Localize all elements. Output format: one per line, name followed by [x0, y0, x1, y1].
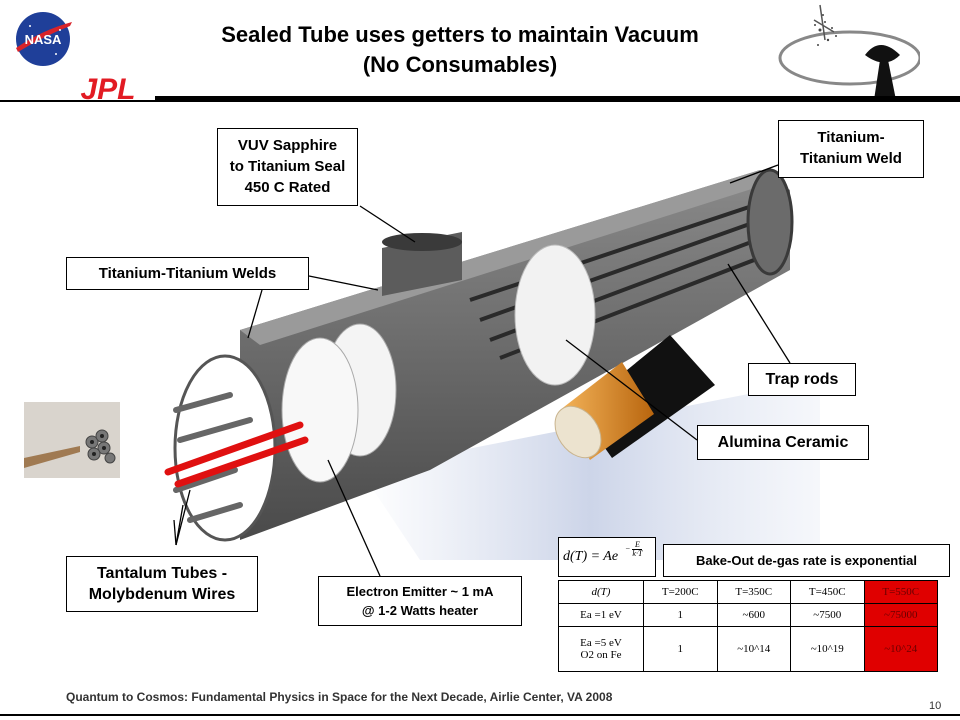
table-cell: ~7500 [790, 603, 865, 627]
table-cell: ~75000 [863, 603, 938, 627]
exponent-sign: − [625, 544, 631, 554]
emitter-line-1: Electron Emitter ~ 1 mA [346, 584, 494, 599]
row2-label-2: O2 on Fe [580, 649, 622, 661]
callout-titanium-welds: Titanium-Titanium Welds [66, 257, 309, 290]
table-header-cell: T=550C [863, 580, 938, 604]
electrode-pins [173, 392, 253, 523]
table-row: Ea =1 eV 1 ~600 ~7500 ~75000 [558, 603, 938, 627]
equation-exponent: − E k·T [625, 541, 643, 558]
tantalum-line-2: Molybdenum Wires [88, 586, 236, 603]
page-number: 10 [929, 700, 942, 712]
table-cell: 1 [643, 603, 718, 627]
vuv-line-2: to Titanium Seal [229, 158, 346, 175]
battery-size-reference [554, 335, 715, 460]
leader-lines [173, 164, 791, 577]
ti-weld-line-2: Titanium Weld [800, 150, 902, 167]
sapphire-window [382, 233, 462, 251]
table-header-cell: T=450C [790, 580, 865, 604]
nasa-logo-text: NASA [25, 32, 62, 47]
exponent-numerator: E [632, 541, 643, 550]
table-cell: ~600 [716, 603, 791, 627]
table-cell: ~10^19 [790, 626, 865, 672]
footer-rule [0, 714, 960, 716]
title-line-1: Sealed Tube uses getters to maintain Vac… [221, 22, 699, 47]
table-cell: Ea =1 eV [558, 603, 644, 627]
tantalum-line-1: Tantalum Tubes - [96, 565, 228, 582]
table-row: Ea =5 eV O2 on Fe 1 ~10^14 ~10^19 ~10^24 [558, 626, 938, 672]
exponent-fraction: E k·T [632, 541, 643, 558]
callout-titanium-weld: Titanium- Titanium Weld [778, 120, 924, 178]
sealed-tube-illustration [164, 164, 820, 577]
degas-rate-table: d(T) T=200C T=350C T=450C T=550C Ea =1 e… [558, 580, 938, 672]
table-header-cell: T=350C [716, 580, 791, 604]
exponent-denominator: k·T [632, 549, 643, 558]
header-rule-left [0, 100, 155, 102]
tube-top-face [240, 170, 780, 345]
callout-bakeout-rate: Bake-Out de-gas rate is exponential [663, 544, 950, 577]
table-cell: Ea =5 eV O2 on Fe [558, 626, 644, 672]
table-header-cell: d(T) [558, 580, 644, 604]
table-header-row: d(T) T=200C T=350C T=450C T=550C [558, 580, 938, 604]
callout-tantalum-tubes: Tantalum Tubes - Molybdenum Wires [66, 556, 258, 612]
callout-vuv-sapphire-seal: VUV Sapphire to Titanium Seal 450 C Rate… [217, 128, 358, 206]
callout-alumina-ceramic: Alumina Ceramic [697, 425, 869, 460]
alumina-ring [514, 244, 596, 386]
footer-citation: Quantum to Cosmos: Fundamental Physics i… [66, 690, 613, 704]
nasa-logo: NASA [16, 12, 72, 66]
table-cell: ~10^14 [716, 626, 791, 672]
jpl-logo-text: JPL [80, 73, 135, 104]
satellite-dish-emblem [778, 4, 920, 100]
heater-wires [164, 421, 309, 488]
equation-lhs: d(T) = Ae [563, 549, 619, 564]
table-cell: 1 [643, 626, 718, 672]
vuv-line-3: 450 C Rated [244, 179, 331, 196]
table-header-cell: T=200C [643, 580, 718, 604]
table-cell: ~10^24 [863, 626, 938, 672]
vuv-line-1: VUV Sapphire [237, 137, 338, 154]
end-cap [746, 168, 794, 276]
title-line-2: (No Consumables) [362, 52, 558, 77]
jpl-logo: JPL [80, 73, 135, 104]
ti-weld-line-1: Titanium- [817, 129, 885, 146]
callout-electron-emitter: Electron Emitter ~ 1 mA @ 1-2 Watts heat… [318, 576, 522, 626]
row2-label-1: Ea =5 eV [580, 637, 622, 649]
header-rule [155, 96, 960, 102]
page-title: Sealed Tube uses getters to maintain Vac… [180, 20, 740, 80]
inner-disc-1 [281, 337, 359, 483]
callout-trap-rods: Trap rods [748, 363, 856, 396]
emitter-line-2: @ 1-2 Watts heater [361, 603, 479, 618]
tantalum-tubes-photo [24, 402, 120, 478]
degas-rate-equation: d(T) = Ae − E k·T [558, 537, 656, 577]
